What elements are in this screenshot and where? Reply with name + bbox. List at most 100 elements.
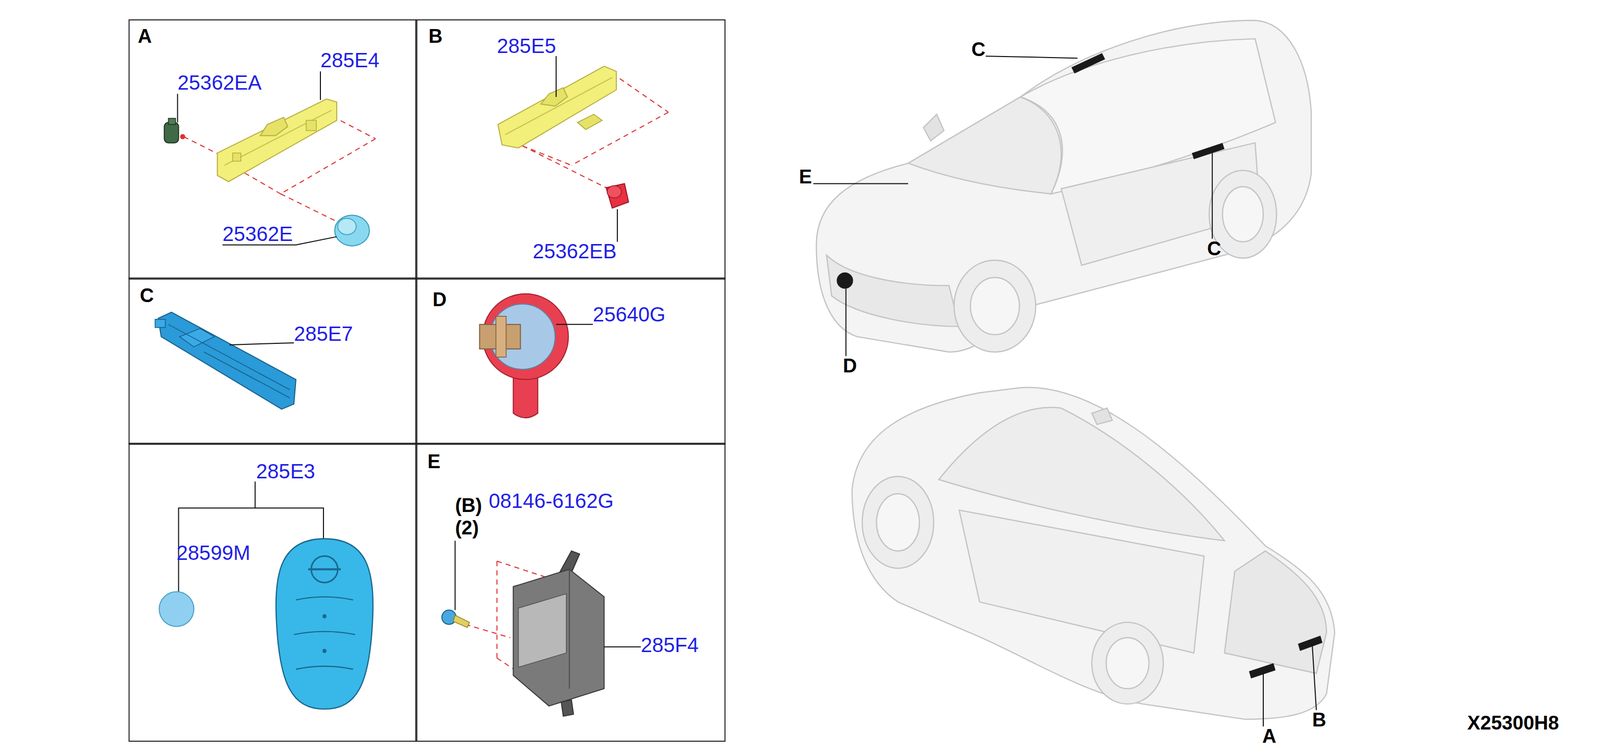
part-location [1297, 635, 1323, 652]
vehicle-outline [1224, 550, 1327, 673]
panel-letter: D [432, 289, 447, 310]
part-number: 285E7 [293, 323, 354, 344]
leader-line [813, 182, 909, 184]
panel-letter: E [427, 451, 441, 472]
grommet-part [337, 218, 357, 235]
dashed-guide [280, 194, 347, 227]
dashed-guide [280, 138, 376, 194]
location-callout: B [1312, 710, 1327, 730]
part-location [836, 272, 854, 289]
key-fob [276, 538, 374, 709]
part-location [836, 52, 1323, 679]
grommet-part [606, 183, 629, 208]
key-fob [308, 568, 341, 571]
key-fob [293, 631, 356, 635]
panel-letter: A [137, 26, 152, 46]
key-fob [322, 614, 327, 619]
bracket-part [217, 98, 337, 182]
dashed-guide [571, 112, 669, 166]
dashed-guide [183, 112, 376, 227]
vehicle-outline [954, 260, 1036, 352]
antenna-part [168, 324, 290, 390]
control-module [513, 569, 605, 707]
leader-line [454, 540, 456, 610]
location-callout: C [1207, 238, 1222, 259]
part-number: 285E3 [256, 460, 316, 482]
bracket-part [498, 66, 617, 148]
part-number: 08146-6162G [489, 490, 614, 511]
panel-letter: (B) [454, 495, 482, 515]
vehicle-outline [1105, 637, 1149, 689]
vehicle-outline [1222, 186, 1264, 242]
vehicle-outline [862, 476, 934, 568]
connector-part [168, 118, 176, 125]
key-fob [276, 538, 374, 709]
part-number: 285E5 [497, 35, 557, 57]
part-number: 25362E [222, 223, 293, 244]
grommet-part [334, 215, 370, 247]
grommet-part [606, 183, 629, 208]
part-panel: B285E525362EB [415, 19, 726, 280]
leader-line [555, 56, 557, 97]
dashed-guide [522, 145, 572, 166]
key-fob [322, 648, 327, 654]
antenna-part [157, 312, 296, 410]
drawing-number: X25300H8 [1467, 713, 1560, 733]
dashed-guide [496, 560, 498, 658]
buzzer-part [482, 293, 569, 380]
leader-line [616, 209, 618, 242]
leader-line [556, 323, 593, 325]
bolt-part [441, 610, 456, 625]
vehicle-outline [1091, 622, 1163, 704]
leader-line [454, 540, 641, 647]
location-callout: E [799, 167, 812, 187]
bracket-part [260, 117, 288, 136]
bracket-part [577, 114, 603, 130]
bracket-line [254, 481, 256, 508]
part-number: 285F4 [640, 634, 699, 656]
connector-part [164, 122, 179, 143]
leader-line [556, 323, 593, 325]
leader-line [319, 71, 321, 100]
connector-part [180, 133, 186, 140]
dashed-guide [612, 73, 669, 113]
vehicle-outline [852, 387, 1336, 719]
location-callout: D [843, 356, 858, 376]
part-location [1249, 663, 1276, 679]
grommet-part [607, 185, 622, 198]
vehicle-outline [959, 509, 1205, 653]
part-number: 25362EA [177, 72, 262, 93]
battery-part [158, 591, 194, 627]
vehicle-outline [1091, 408, 1113, 425]
leader-line [813, 56, 1317, 727]
key-fob [295, 597, 354, 601]
bolt-part [441, 610, 470, 628]
grommet-part [334, 215, 370, 247]
leader-line [604, 646, 641, 648]
vehicle-outline [816, 20, 1312, 352]
bracket-part [217, 98, 337, 182]
connector-part [164, 118, 186, 143]
control-module [561, 699, 574, 717]
battery-part [158, 591, 194, 627]
control-module [518, 593, 567, 668]
dashed-guide [465, 624, 510, 638]
leader-line [985, 56, 1078, 59]
leader-line [1211, 152, 1213, 239]
antenna-part [179, 328, 215, 347]
buzzer-part [490, 304, 556, 370]
leader-line [177, 71, 337, 245]
leader-line [845, 288, 847, 357]
bracket-part [505, 77, 613, 135]
panel-letter: B [428, 26, 443, 46]
panel-letter: (2) [454, 518, 479, 538]
leader-line [1262, 673, 1264, 727]
vehicle-outline [876, 493, 920, 551]
bracket-part [232, 152, 241, 161]
control-module [568, 569, 571, 689]
vehicle-outline [923, 114, 944, 141]
location-callout: A [1262, 726, 1277, 746]
leader-line [229, 342, 294, 345]
